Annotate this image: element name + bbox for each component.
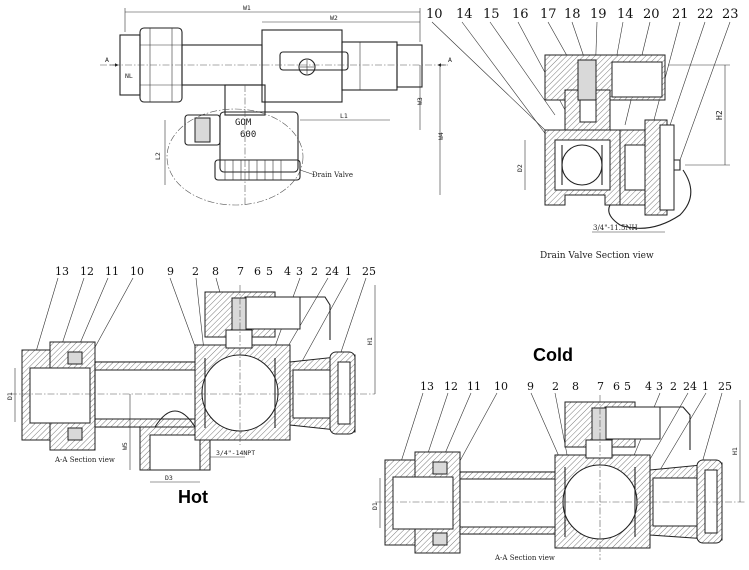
callout-22: 22 (697, 7, 714, 22)
callout-14: 14 (456, 7, 473, 22)
cold-dim-h1: H1 (731, 447, 739, 455)
drain-thread: 3/4"-11.5NH (593, 224, 638, 232)
hot-dim-h1: H1 (366, 337, 374, 345)
dim-l1: L1 (340, 112, 348, 120)
hot-callout-7: 7 (237, 265, 244, 278)
hot-label: Hot (178, 487, 208, 507)
cold-callout-1: 1 (702, 380, 709, 393)
hot-section-caption: A-A Section view (54, 456, 115, 464)
cold-callout-2: 2 (552, 380, 559, 393)
callout-10: 10 (426, 7, 443, 22)
hot-dim-w5: W5 (121, 442, 129, 450)
drain-text-2: 600 (240, 130, 256, 140)
cold-callout-2b: 2 (670, 380, 677, 393)
dim-w1: W1 (243, 4, 251, 12)
hot-callout-2b: 2 (311, 265, 318, 278)
drain-text-1: GOM (235, 118, 252, 128)
cold-callout-4: 4 (645, 380, 652, 393)
dim-w2: W2 (330, 14, 338, 22)
hot-callout-25: 25 (362, 265, 376, 278)
hot-callout-10: 10 (130, 265, 144, 278)
top-view: NL A A W1 W2 W3 W4 L1 (100, 4, 452, 206)
callout-14b: 14 (617, 7, 634, 22)
hot-callout-1: 1 (345, 265, 352, 278)
section-mark-left: A (105, 56, 109, 64)
hot-callout-11: 11 (105, 265, 119, 278)
callout-17: 17 (540, 7, 557, 22)
cold-callout-6: 6 (613, 380, 620, 393)
drain-knurl (224, 160, 282, 180)
hot-callout-13: 13 (55, 265, 69, 278)
dim-h2: H2 (715, 110, 724, 120)
hot-callouts: 13 12 11 10 9 2 8 7 6 5 4 3 2 24 1 25 (55, 265, 376, 278)
hot-callout-8: 8 (212, 265, 219, 278)
cold-callout-25: 25 (718, 380, 732, 393)
cold-callouts: 13 12 11 10 9 2 8 7 6 5 4 3 2 24 1 25 (420, 380, 732, 393)
callout-18: 18 (564, 7, 581, 22)
section-mark-right: A (448, 56, 452, 64)
cold-callout-9: 9 (527, 380, 534, 393)
cold-callout-3: 3 (656, 380, 663, 393)
cold-callout-10: 10 (494, 380, 508, 393)
hot-callout-9: 9 (167, 265, 174, 278)
cold-callout-13: 13 (420, 380, 434, 393)
callout-20: 20 (643, 7, 660, 22)
cold-section-caption: A-A Section view (494, 554, 555, 562)
cold-section-view: Cold 13 12 11 10 9 2 8 7 6 5 4 3 2 24 1 … (371, 345, 745, 562)
cold-callout-24: 24 (683, 380, 697, 393)
cold-label: Cold (533, 345, 573, 365)
cold-callout-12: 12 (444, 380, 458, 393)
callout-15: 15 (483, 7, 500, 22)
hot-callout-12: 12 (80, 265, 94, 278)
cold-callout-7: 7 (597, 380, 604, 393)
hot-callout-6: 6 (254, 265, 261, 278)
hot-callout-4: 4 (284, 265, 291, 278)
hot-dim-d3: D3 (165, 474, 173, 482)
callout-16: 16 (512, 7, 529, 22)
drain-callouts: 10 14 15 16 17 18 19 14 20 21 22 23 (426, 7, 739, 22)
hot-callout-2: 2 (192, 265, 199, 278)
hot-section-view: 13 12 11 10 9 2 8 7 6 5 4 3 2 24 1 25 (6, 265, 376, 507)
hot-callout-3: 3 (296, 265, 303, 278)
cold-callout-5: 5 (624, 380, 631, 393)
cold-dim-d1: D1 (371, 502, 379, 510)
drain-section-view: 10 14 15 16 17 18 19 14 20 21 22 23 (426, 7, 739, 261)
drain-valve-label: Drain Valve (312, 171, 353, 179)
callout-23: 23 (722, 7, 739, 22)
hot-callout-5: 5 (266, 265, 273, 278)
callout-21: 21 (672, 7, 689, 22)
hot-thread: 3/4"-14NPT (216, 449, 255, 457)
callout-19: 19 (590, 7, 607, 22)
dim-w4: W4 (437, 132, 445, 140)
nut-label: NL (125, 72, 133, 80)
cold-callout-8: 8 (572, 380, 579, 393)
hot-callout-24: 24 (325, 265, 339, 278)
dim-l2: L2 (154, 152, 162, 160)
dim-d2: D2 (516, 164, 524, 172)
drain-section-caption: Drain Valve Section view (540, 251, 654, 261)
hot-dim-d1: D1 (6, 392, 14, 400)
dim-w3: W3 (416, 97, 424, 105)
cold-callout-11: 11 (467, 380, 481, 393)
